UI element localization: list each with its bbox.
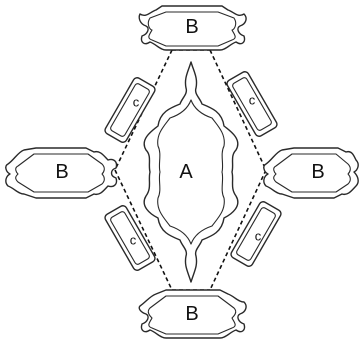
piece-b-left-label: B <box>55 161 68 183</box>
dashed-edge-upper-right <box>209 49 267 171</box>
piece-a-outline <box>143 61 239 283</box>
piece-b-left-inner <box>15 153 105 193</box>
piece-c-top-left-inner <box>110 83 150 137</box>
piece-b-right-outline <box>263 147 359 199</box>
piece-a-inner-outline <box>157 99 225 245</box>
piece-b-right-inner <box>273 153 351 193</box>
piece-c-bottom-right <box>230 201 282 267</box>
piece-b-bottom-outline <box>138 289 247 339</box>
piece-b-left: B <box>5 147 118 199</box>
piece-b-bottom: B <box>138 289 247 339</box>
piece-c-top-left-outline <box>104 77 156 143</box>
piece-b-right: B <box>263 147 359 199</box>
piece-c-bottom-left <box>104 205 156 271</box>
piece-c-top-left <box>104 77 156 143</box>
piece-c-bottom-left-outline <box>104 205 156 271</box>
piece-c-bottom-right-outline <box>230 201 282 267</box>
piece-c-top-right-inner <box>232 77 272 131</box>
piece-a-label: A <box>179 161 193 183</box>
dashed-edge-lower-left <box>114 169 173 291</box>
piece-b-top-inner <box>147 11 237 47</box>
piece-c-top-left-label: c <box>133 95 140 110</box>
piece-b-top: B <box>138 5 247 51</box>
piece-b-left-outline <box>5 147 118 199</box>
piece-c-top-right <box>226 71 278 137</box>
piece-b-bottom-label: B <box>185 303 198 325</box>
piece-c-bottom-left-label: c <box>130 233 137 248</box>
piece-b-bottom-inner <box>147 295 237 335</box>
piece-c-bottom-left-inner <box>110 211 150 265</box>
piece-a: A <box>143 61 239 283</box>
piece-c-top-right-label: c <box>249 93 256 108</box>
piece-b-right-label: B <box>311 161 324 183</box>
piece-c-bottom-right-label: c <box>255 229 262 244</box>
dashed-edge-lower-right <box>209 169 267 291</box>
piece-c-top-right-outline <box>226 71 278 137</box>
piece-b-top-label: B <box>185 16 198 38</box>
piece-c-bottom-right-inner <box>236 207 276 261</box>
piece-b-top-outline <box>138 5 247 51</box>
